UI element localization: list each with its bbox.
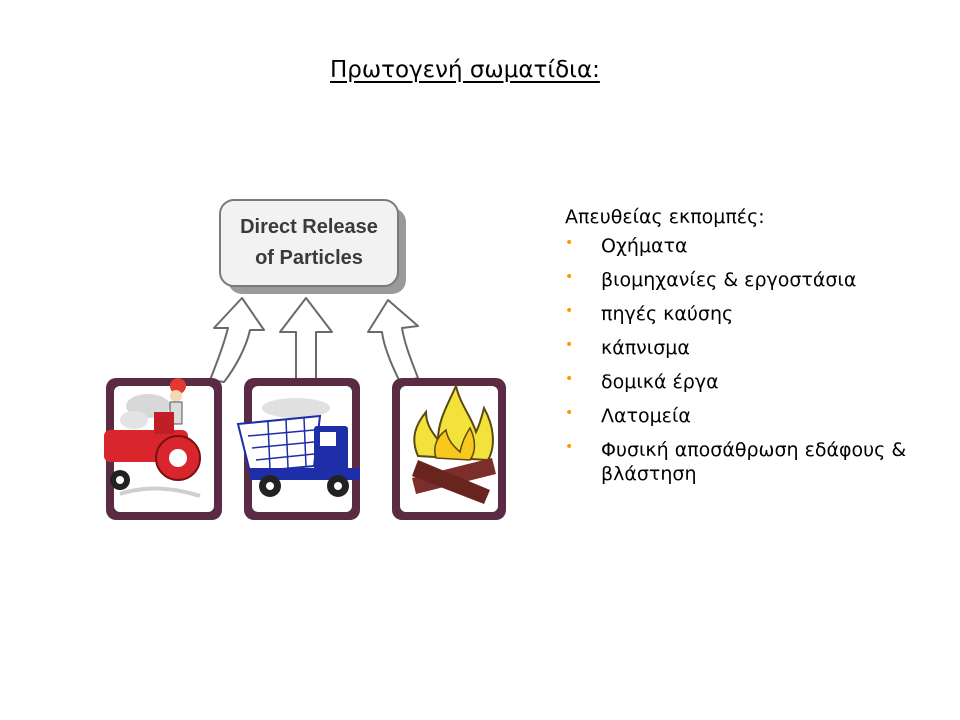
list-item-text: Λατομεία: [601, 405, 691, 427]
bullet-icon: •: [565, 405, 574, 421]
direct-release-diagram: Direct Release of Particles: [100, 190, 530, 530]
release-box-line1: Direct Release: [240, 216, 378, 238]
list-item-text: Οχήματα: [601, 235, 688, 257]
bullet-icon: •: [565, 235, 574, 251]
list-item: • Οχήματα: [565, 234, 945, 258]
arrow-up-icon: [209, 297, 265, 383]
bullet-icon: •: [565, 269, 574, 285]
truck-icon: [236, 378, 360, 520]
emissions-list: • Οχήματα • βιομηχανίες & εργοστάσια • π…: [565, 234, 945, 486]
list-heading: Απευθείας εκπομπές:: [565, 206, 765, 228]
bullet-icon: •: [565, 371, 574, 387]
fire-icon: [392, 378, 506, 520]
emissions-list-block: Απευθείας εκπομπές: • Οχήματα • βιομηχαν…: [565, 206, 945, 496]
page-title: Πρωτογενή σωματίδια:: [330, 57, 600, 83]
list-item-text: πηγές καύσης: [601, 303, 734, 325]
list-item-text: δομικά έργα: [601, 371, 719, 393]
bullet-icon: •: [565, 303, 574, 319]
list-item: • Φυσική αποσάθρωση εδάφους & βλάστηση: [565, 438, 945, 486]
release-box-line2: of Particles: [255, 247, 363, 269]
release-box: Direct Release of Particles: [219, 199, 406, 294]
arrow-up-icon: [279, 297, 333, 383]
bullet-icon: •: [565, 439, 574, 455]
list-item-text: κάπνισμα: [601, 337, 690, 359]
bullet-icon: •: [565, 337, 574, 353]
list-item-text: Φυσική αποσάθρωση εδάφους & βλάστηση: [601, 439, 907, 485]
list-item: • κάπνισμα: [565, 336, 945, 360]
list-item: • βιομηχανίες & εργοστάσια: [565, 268, 945, 292]
arrow-up-icon: [367, 299, 419, 383]
list-item: • πηγές καύσης: [565, 302, 945, 326]
list-item-text: βιομηχανίες & εργοστάσια: [601, 269, 857, 291]
tractor-icon: [104, 378, 222, 520]
list-item: • δομικά έργα: [565, 370, 945, 394]
list-item: • Λατομεία: [565, 404, 945, 428]
